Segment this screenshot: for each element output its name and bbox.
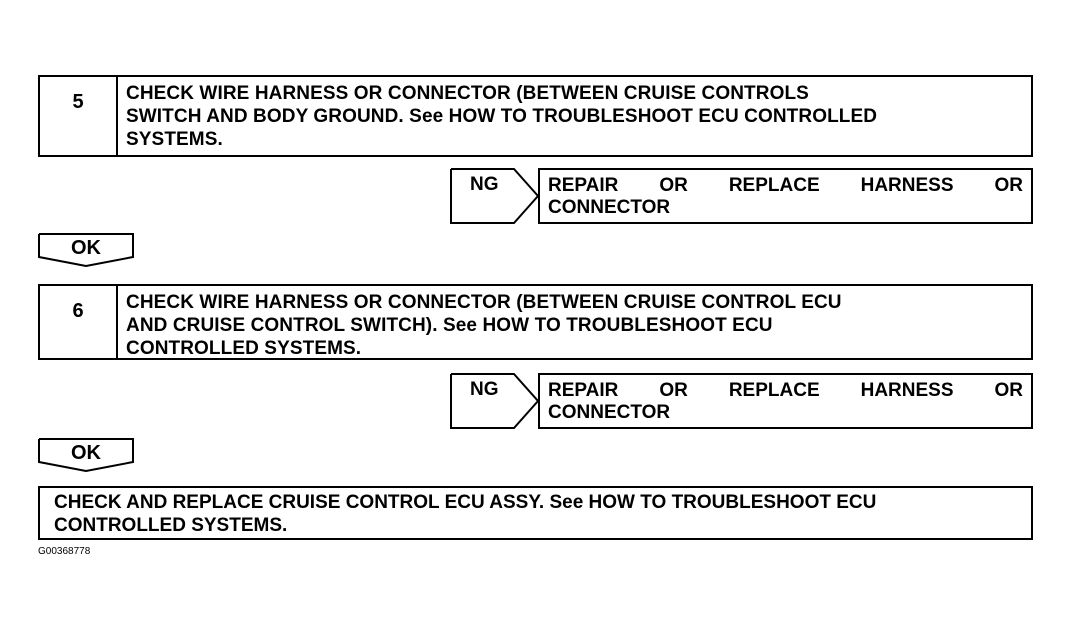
ng-action-box: REPAIR OR REPLACE HARNESS OR CONNECTOR bbox=[538, 168, 1033, 224]
ng-arrow-icon bbox=[450, 373, 540, 429]
step-5-box: 5 CHECK WIRE HARNESS OR CONNECTOR (BETWE… bbox=[38, 75, 1033, 157]
step-text-line: CHECK WIRE HARNESS OR CONNECTOR (BETWEEN… bbox=[126, 292, 842, 313]
ok-label: OK bbox=[71, 237, 101, 259]
ng-label: NG bbox=[470, 174, 499, 195]
step-text-line: AND CRUISE CONTROL SWITCH). See HOW TO T… bbox=[126, 315, 773, 336]
ng-action-word: REPLACE bbox=[728, 175, 820, 196]
final-text-line: CHECK AND REPLACE CRUISE CONTROL ECU ASS… bbox=[54, 492, 877, 513]
final-text-line: CONTROLLED SYSTEMS. bbox=[54, 515, 288, 536]
ok-arrow-icon bbox=[38, 438, 134, 472]
ok-branch-step-5: OK bbox=[38, 233, 134, 267]
step-description: CHECK WIRE HARNESS OR CONNECTOR (BETWEEN… bbox=[118, 77, 1031, 155]
ng-action-word: REPAIR bbox=[548, 175, 619, 196]
step-text-line: CONTROLLED SYSTEMS. bbox=[126, 338, 362, 359]
ng-action-word: REPAIR bbox=[548, 380, 619, 401]
ng-label: NG bbox=[470, 379, 499, 400]
step-number: 6 bbox=[40, 286, 118, 358]
ng-action-word: REPLACE bbox=[728, 380, 820, 401]
step-description: CHECK WIRE HARNESS OR CONNECTOR (BETWEEN… bbox=[118, 286, 1031, 359]
ng-action-word: OR bbox=[659, 380, 688, 401]
step-number: 5 bbox=[40, 77, 118, 155]
ng-action-word: OR bbox=[994, 175, 1023, 196]
ng-action-word: HARNESS bbox=[860, 175, 954, 196]
step-6-box: 6 CHECK WIRE HARNESS OR CONNECTOR (BETWE… bbox=[38, 284, 1033, 360]
ng-action-line: CONNECTOR bbox=[548, 197, 671, 218]
ng-arrow-icon bbox=[450, 168, 540, 224]
step-text-line: CHECK WIRE HARNESS OR CONNECTOR (BETWEEN… bbox=[126, 83, 809, 104]
ng-action-word: OR bbox=[994, 380, 1023, 401]
ng-branch-step-6: NG REPAIR OR REPLACE HARNESS OR CONNECTO… bbox=[450, 373, 1033, 429]
ng-action-box: REPAIR OR REPLACE HARNESS OR CONNECTOR bbox=[538, 373, 1033, 429]
ng-action-word: OR bbox=[659, 175, 688, 196]
ng-branch-step-5: NG REPAIR OR REPLACE HARNESS OR CONNECTO… bbox=[450, 168, 1033, 224]
figure-id: G00368778 bbox=[38, 546, 91, 557]
step-text-line: SWITCH AND BODY GROUND. See HOW TO TROUB… bbox=[126, 106, 878, 127]
final-action-box: CHECK AND REPLACE CRUISE CONTROL ECU ASS… bbox=[38, 486, 1033, 540]
ok-label: OK bbox=[71, 442, 101, 464]
ng-action-line: CONNECTOR bbox=[548, 402, 671, 423]
ok-branch-step-6: OK bbox=[38, 438, 134, 472]
ng-action-word: HARNESS bbox=[860, 380, 954, 401]
ok-arrow-icon bbox=[38, 233, 134, 267]
step-text-line: SYSTEMS. bbox=[126, 129, 223, 150]
